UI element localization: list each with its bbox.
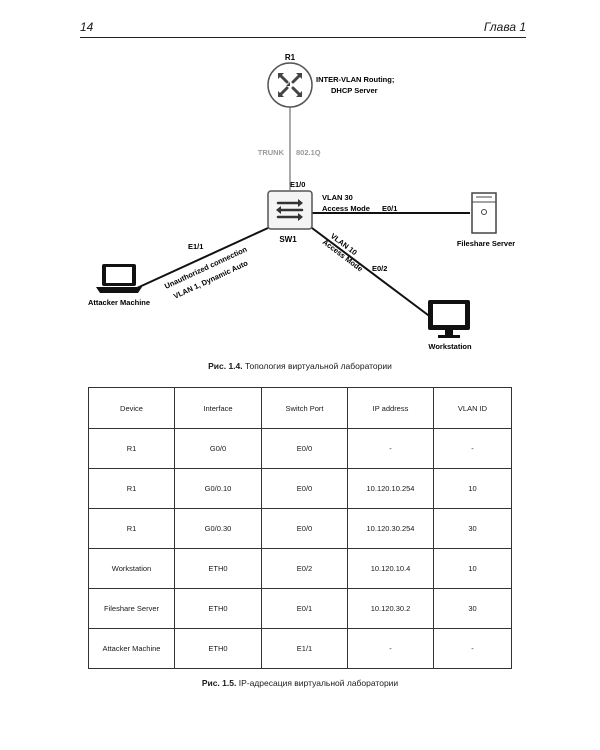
header-rule — [80, 37, 526, 38]
column-header: Interface — [174, 387, 262, 429]
cell-device: R1 — [88, 428, 175, 469]
cell-interface: ETH0 — [174, 548, 262, 589]
server-label: Fileshare Server — [457, 239, 515, 248]
cell-ip-address: 10.120.30.254 — [347, 508, 434, 549]
table-row: Attacker Machine ETH0 E1/1 - - — [88, 628, 512, 669]
page-number: 14 — [80, 20, 94, 34]
table-row: Fileshare Server ETH0 E0/1 10.120.30.2 3… — [88, 588, 512, 629]
server-mode-label: Access Mode — [322, 204, 370, 213]
cell-switch-port: E0/0 — [261, 428, 348, 469]
table-header-row: Device Interface Switch Port IP address … — [88, 387, 512, 429]
router-note-line2: DHCP Server — [331, 86, 378, 95]
workstation-link — [311, 227, 433, 319]
cell-vlan-id: 30 — [433, 508, 512, 549]
figure-text: Топология виртуальной лаборатории — [245, 361, 392, 371]
router-icon — [267, 62, 313, 108]
figure-caption-topology: Рис. 1.4. Топология виртуальной лаборато… — [0, 361, 600, 371]
cell-device: Workstation — [88, 548, 175, 589]
cell-vlan-id: - — [433, 428, 512, 469]
figure-caption-addressing: Рис. 1.5. IP-адресация виртуальной лабор… — [0, 678, 600, 688]
server-port-label: E0/1 — [382, 204, 397, 213]
router-name: R1 — [285, 53, 296, 62]
cell-ip-address: - — [347, 628, 434, 669]
switch-port-top: E1/0 — [290, 180, 305, 189]
switch-icon — [267, 190, 313, 230]
server-icon — [471, 192, 497, 234]
cell-device: R1 — [88, 468, 175, 509]
figure-number: Рис. 1.4. — [208, 361, 243, 371]
cell-interface: ETH0 — [174, 628, 262, 669]
attacker-label: Attacker Machine — [88, 298, 150, 307]
router-note-line1: INTER-VLAN Routing; — [316, 75, 394, 84]
chapter-title: Глава 1 — [483, 20, 526, 34]
trunk-protocol: 802.1Q — [296, 148, 321, 157]
ws-port-label: E0/2 — [372, 264, 387, 273]
workstation-label: Workstation — [428, 342, 472, 351]
cell-switch-port: E0/2 — [261, 548, 348, 589]
cell-vlan-id: - — [433, 628, 512, 669]
cell-vlan-id: 10 — [433, 548, 512, 589]
figure-number: Рис. 1.5. — [201, 678, 237, 688]
cell-switch-port: E0/1 — [261, 588, 348, 629]
cell-interface: G0/0.30 — [174, 508, 262, 549]
network-topology-diagram: R1 INTER-VLAN Routing; DHCP Server TRUNK… — [88, 53, 515, 351]
ip-addressing-table: Device Interface Switch Port IP address … — [88, 387, 512, 669]
cell-switch-port: E0/0 — [261, 468, 348, 509]
cell-device: Attacker Machine — [88, 628, 175, 669]
server-vlan-label: VLAN 30 — [322, 193, 353, 202]
cell-device: Fileshare Server — [88, 588, 175, 629]
cell-interface: G0/0 — [174, 428, 262, 469]
switch-name: SW1 — [279, 235, 297, 244]
cell-ip-address: 10.120.10.254 — [347, 468, 434, 509]
cell-device: R1 — [88, 508, 175, 549]
table-row: R1 G0/0.30 E0/0 10.120.30.254 30 — [88, 508, 512, 549]
laptop-icon — [96, 264, 142, 293]
column-header: Device — [88, 387, 175, 429]
cell-ip-address: 10.120.10.4 — [347, 548, 434, 589]
cell-ip-address: - — [347, 428, 434, 469]
table-row: Workstation ETH0 E0/2 10.120.10.4 10 — [88, 548, 512, 589]
trunk-label: TRUNK — [258, 148, 285, 157]
table-row: R1 G0/0.10 E0/0 10.120.10.254 10 — [88, 468, 512, 509]
cell-interface: G0/0.10 — [174, 468, 262, 509]
cell-switch-port: E1/1 — [261, 628, 348, 669]
attacker-port-label: E1/1 — [188, 242, 203, 251]
column-header: VLAN ID — [433, 387, 512, 429]
attacker-link — [136, 227, 269, 289]
table-row: R1 G0/0 E0/0 - - — [88, 428, 512, 469]
page-header: 14 Глава 1 — [80, 20, 526, 38]
cell-switch-port: E0/0 — [261, 508, 348, 549]
column-header: Switch Port — [261, 387, 348, 429]
cell-vlan-id: 30 — [433, 588, 512, 629]
column-header: IP address — [347, 387, 434, 429]
figure-text: IP-адресация виртуальной лаборатории — [238, 678, 399, 688]
cell-interface: ETH0 — [174, 588, 262, 629]
cell-ip-address: 10.120.30.2 — [347, 588, 434, 629]
workstation-icon — [428, 300, 470, 338]
cell-vlan-id: 10 — [433, 468, 512, 509]
